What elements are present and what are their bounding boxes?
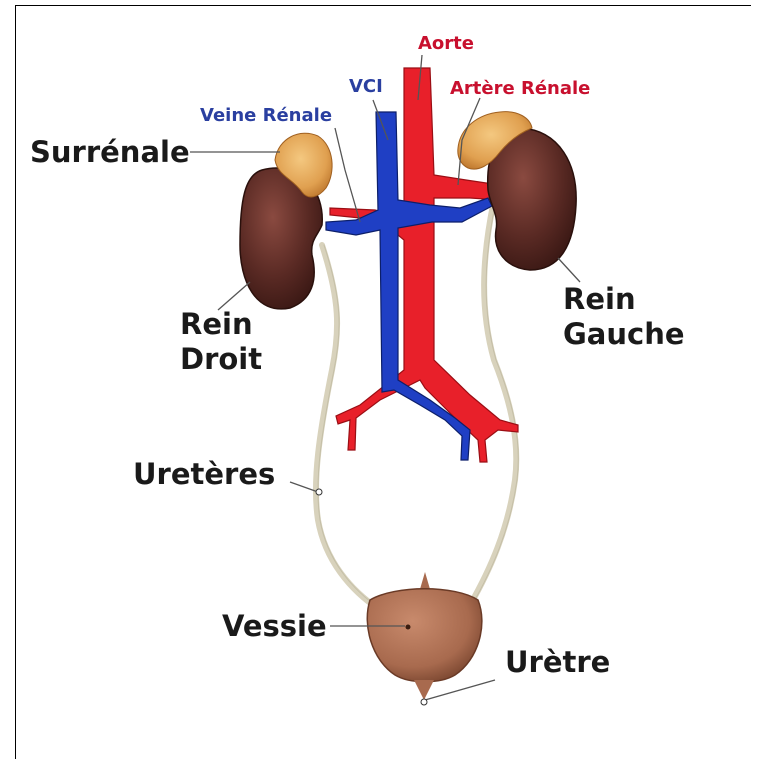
leader-uretre: [425, 680, 495, 700]
label-veine-renale: Veine Rénale: [200, 107, 332, 125]
leader-rein-droit: [218, 282, 250, 310]
label-ureteres: Uretères: [133, 460, 275, 489]
leader-rein-gauche: [558, 258, 580, 282]
bladder: [367, 572, 482, 700]
label-artere-renale: Artère Rénale: [450, 80, 590, 98]
label-rein-droit-line1: Rein: [180, 310, 253, 339]
label-rein-gauche-line1: Rein: [563, 285, 636, 314]
label-vessie: Vessie: [222, 612, 327, 641]
label-rein-gauche-line2: Gauche: [563, 320, 685, 349]
label-surrenale: Surrénale: [30, 138, 190, 167]
label-vci: VCI: [349, 78, 383, 96]
label-aorte: Aorte: [418, 35, 474, 53]
label-uretre: Urètre: [505, 648, 610, 677]
label-rein-droit-line2: Droit: [180, 345, 262, 374]
